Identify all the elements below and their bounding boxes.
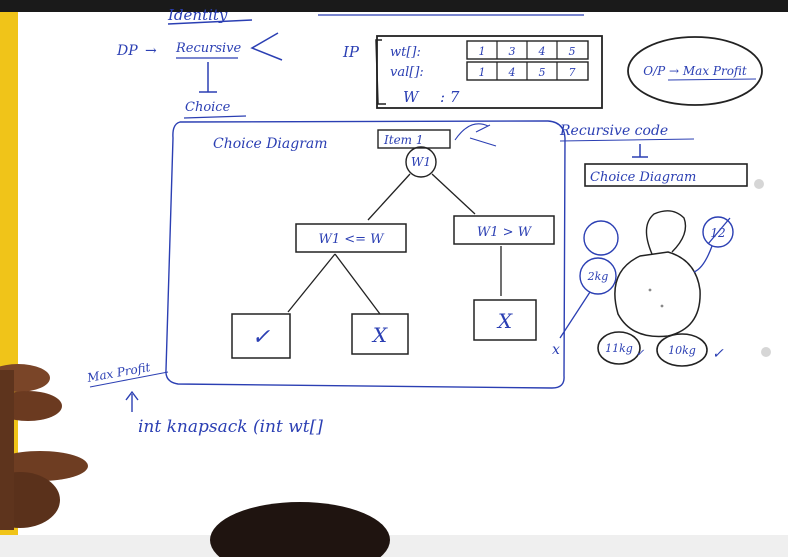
dp-arrow: →: [145, 43, 157, 59]
finger-4: [0, 472, 60, 528]
bag-sketch-weight-circle: [579, 257, 617, 295]
bag-twelve-slash: [707, 217, 731, 245]
memo-underline: [183, 115, 247, 119]
w-label: W: [403, 88, 420, 106]
bottom-bar: [0, 535, 788, 557]
angle-bracket-mark: [250, 32, 283, 61]
val-cell-3: 5: [539, 66, 546, 79]
top-underline-left: [167, 19, 253, 25]
edge-left-x: [334, 253, 381, 315]
top-bar: [0, 0, 788, 12]
bag-weight-10-oval: [656, 333, 708, 367]
wt-cell-4: 5: [569, 45, 576, 58]
bag-weight-label-2: 2kg: [587, 270, 609, 283]
wt-cell-1: 1: [479, 45, 486, 58]
recursive-code-underline: [559, 138, 695, 142]
wt-cell-2: 3: [509, 45, 516, 58]
choice-diagram-title: Choice Diagram: [213, 136, 328, 152]
bag-sketch-small-circle: [583, 220, 619, 256]
edge-root-right: [431, 173, 476, 215]
wt-cell-3: 4: [538, 45, 546, 58]
bag-handle: [645, 210, 687, 255]
root-node-label: W1: [411, 155, 431, 169]
bag-sketch-line-a: [559, 291, 591, 339]
bag-sketch-dot-1: [648, 288, 652, 292]
max-profit-underline: [89, 371, 169, 388]
hand-palm: [0, 370, 14, 530]
left-condition-box: [295, 223, 407, 253]
leaf-x-label-left: X: [371, 323, 388, 347]
glare-spot-bottom: [761, 347, 771, 357]
bag-sketch-dot-2: [660, 304, 664, 308]
finger-2: [0, 391, 62, 421]
leaf-x-box-right: [473, 299, 537, 341]
bag-sketch-x: x: [552, 342, 560, 358]
glare-spot-top: [754, 179, 764, 189]
output-underline: [667, 78, 757, 81]
bag-weight-11-oval: [597, 331, 641, 365]
recursive-code-label: Recursive code: [559, 123, 668, 139]
bag-weight-11-tick: ✓: [636, 348, 645, 359]
leaf-tick-box: [231, 313, 291, 359]
val-label: val[]:: [390, 65, 424, 80]
left-condition-label: W1 <= W: [318, 232, 385, 247]
bag-weight-label-11: 11kg: [605, 342, 633, 355]
hand-bottom-center: [210, 502, 390, 557]
choice-diagram-box: [584, 163, 748, 187]
leaf-x-label-right: X: [496, 309, 513, 333]
bag-weight-label-10: 10kg: [668, 344, 696, 357]
recursive-label: Recursive: [175, 41, 242, 56]
wt-label: wt[]:: [390, 45, 421, 60]
dp-label: DP: [116, 43, 138, 59]
right-condition-label: W1 > W: [477, 225, 533, 240]
bag-weight-10-tick: ✓: [712, 346, 724, 362]
code-line: int knapsack (int wt[]: [138, 417, 323, 437]
w-value: : 7: [440, 88, 460, 106]
max-profit-arrow-head: [125, 390, 139, 401]
val-cell-4: 7: [569, 66, 576, 79]
bag-twelve-circle: [702, 216, 734, 248]
item-scribble: [454, 123, 497, 147]
ip-label: IP: [342, 43, 360, 61]
root-node: [405, 146, 437, 178]
input-panel-border: [376, 35, 603, 109]
leaf-tick-label: ✓: [252, 325, 271, 350]
edge-left-tick: [287, 253, 336, 313]
edge-root-left: [367, 173, 411, 221]
hand-fingers: [0, 364, 88, 530]
leaf-x-box-left: [351, 313, 409, 355]
choice-diagram-box-label: Choice Diagram: [590, 170, 696, 185]
memo-label: Choice: [185, 100, 231, 115]
right-condition-box: [453, 215, 555, 245]
bag-twelve-link: [693, 245, 713, 273]
val-cell-2: 4: [508, 66, 516, 79]
top-label: Identity: [167, 6, 228, 24]
val-cell-1: 1: [479, 66, 486, 79]
output-label: O/P → Max Profit: [643, 64, 747, 78]
item-label: Item 1: [383, 133, 424, 147]
choice-frame: [165, 120, 566, 389]
output-oval: [627, 36, 763, 106]
